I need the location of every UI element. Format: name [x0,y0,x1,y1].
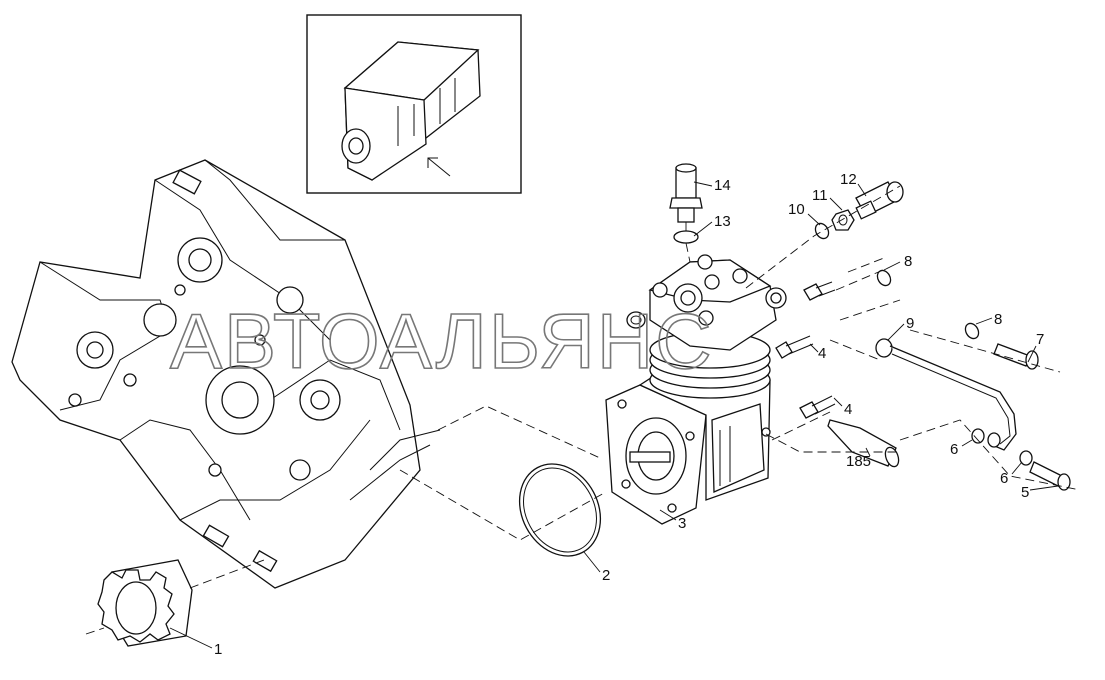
part-8-washer-upper [876,269,892,287]
callout-14: 14 [714,177,731,194]
callout-11: 11 [812,187,828,204]
inset-block-part [341,41,481,181]
part-4-bolt-upper [775,335,814,359]
part-13-seal-ring [673,230,699,244]
part-6-washer-left [971,428,1001,448]
inset-arrow-icon [427,157,451,177]
callout-6-left: 6 [950,441,958,458]
callout-12: 12 [840,171,857,188]
part-11-nut [831,209,855,231]
callout-labels: 1 2 3 4 4 5 6 6 7 8 8 9 10 11 12 13 14 1… [214,171,1044,658]
part-2-o-ring [518,463,602,557]
part-10-washer [814,222,830,240]
part-14-fitting [669,163,703,223]
part-1-drive-gear [85,559,265,647]
part-6-washer-right [1019,450,1033,466]
callout-7: 7 [1036,331,1044,348]
callout-2: 2 [602,567,610,584]
engine-front-cover [11,159,441,589]
leader-lines [169,181,1059,649]
callout-8-right: 8 [994,311,1002,328]
detail-inset [306,14,522,194]
part-12-elbow-fitting [855,181,904,220]
callout-9: 9 [906,315,914,332]
assembly-axes [399,185,1081,541]
part-8-washer-right [964,322,980,340]
callout-13: 13 [714,213,731,230]
callout-8-upper: 8 [904,253,912,270]
part-7-banjo-bolt [993,343,1039,370]
callout-3: 3 [678,515,686,532]
part-4-bolt-lower [799,395,836,419]
callout-6-right: 6 [1000,470,1008,487]
part-5-bolt [1029,461,1071,491]
part-4-bolt-head [803,281,836,301]
part-9-oil-pipe [875,338,1017,451]
part-3-compressor [605,254,787,525]
callout-1: 1 [214,641,222,658]
callout-5: 5 [1021,484,1029,501]
watermark-text: АВТОАЛЬЯНС [170,297,714,385]
callout-4-upper: 4 [818,345,826,362]
callout-185: 185 [846,453,871,470]
callout-10: 10 [788,201,805,218]
callout-4-lower: 4 [844,401,852,418]
